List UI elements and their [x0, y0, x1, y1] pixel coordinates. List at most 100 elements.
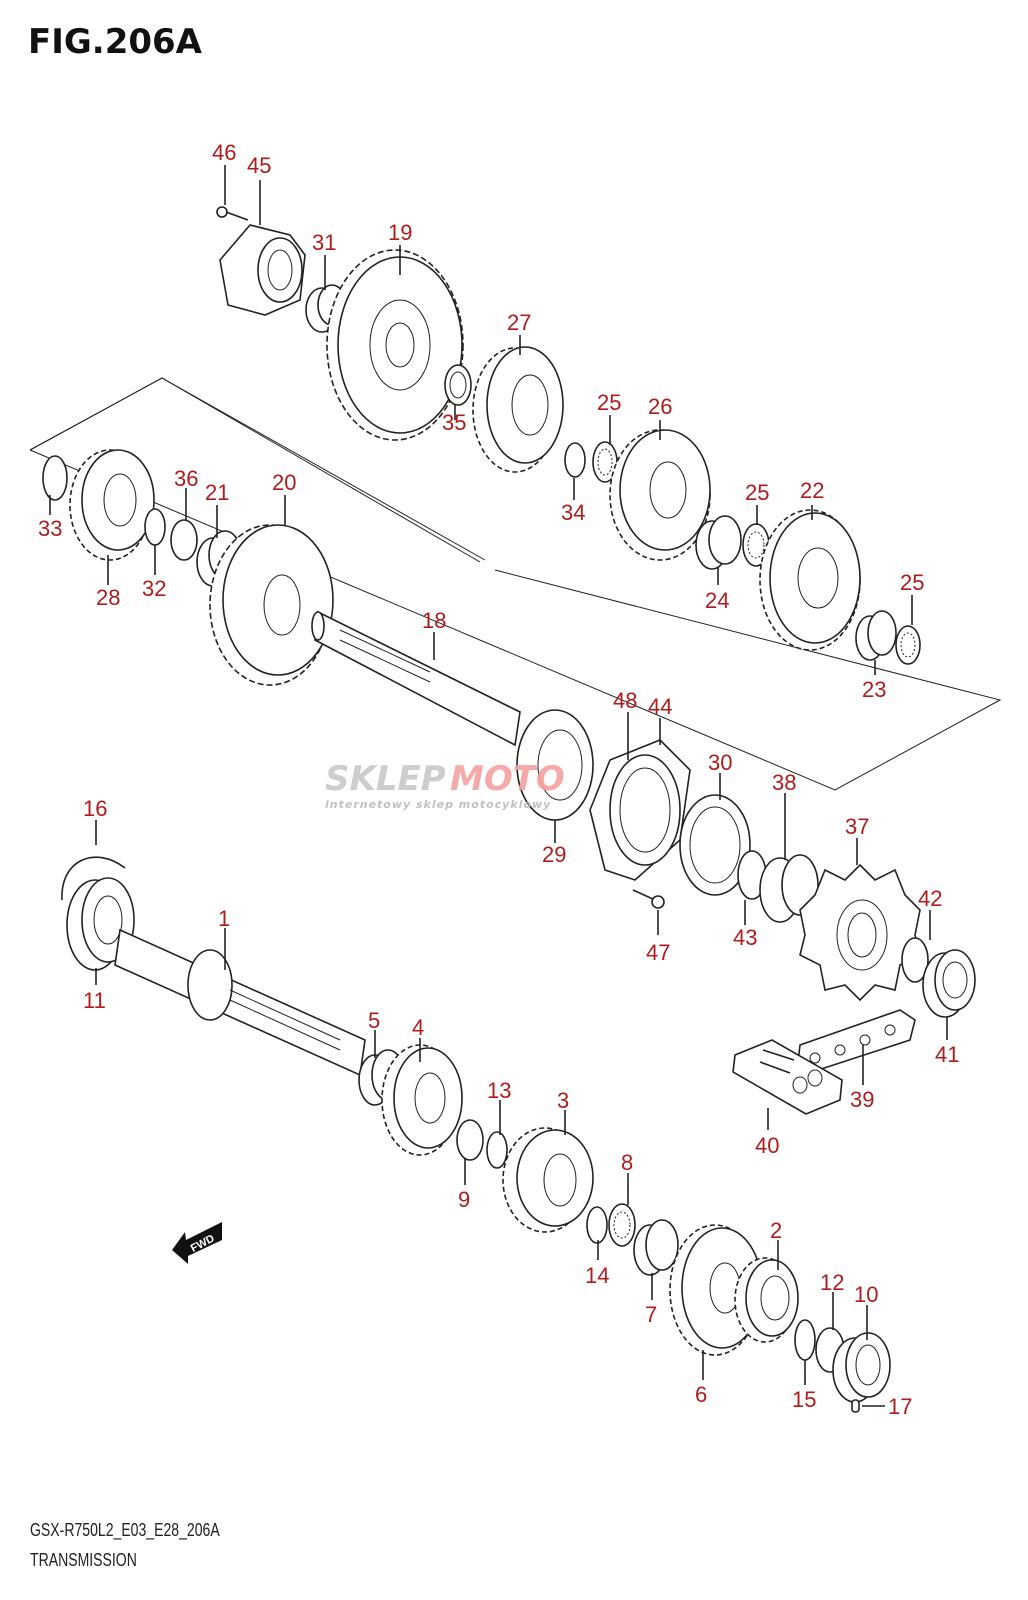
part-41-nut[interactable] — [922, 949, 976, 1018]
callout-47[interactable]: 47 — [646, 940, 670, 965]
callout-22[interactable]: 22 — [800, 478, 824, 503]
part-16-circlip[interactable] — [61, 856, 126, 901]
part-26-gear[interactable] — [609, 429, 711, 561]
watermark: SKLEP MOTO internetowy sklep motocyklowy — [325, 759, 565, 811]
part-40-chain-joint[interactable] — [732, 1039, 843, 1115]
callout-34[interactable]: 34 — [561, 500, 585, 525]
part-33-circlip[interactable] — [42, 455, 68, 501]
callout-33[interactable]: 33 — [38, 516, 62, 541]
callout-43[interactable]: 43 — [733, 925, 757, 950]
part-15-circlip[interactable] — [794, 1319, 816, 1361]
part-25-washer-c[interactable] — [895, 625, 921, 665]
callout-2[interactable]: 2 — [770, 1218, 782, 1243]
callout-42[interactable]: 42 — [918, 886, 942, 911]
callout-25-a[interactable]: 25 — [597, 390, 621, 415]
part-37-sprocket[interactable] — [799, 863, 921, 1002]
watermark-brand-1: SKLEP — [325, 759, 446, 799]
callout-48[interactable]: 48 — [613, 688, 637, 713]
callout-13[interactable]: 13 — [487, 1078, 511, 1103]
watermark-brand-2: MOTO — [450, 759, 565, 799]
fwd-label: FWD — [189, 1232, 217, 1254]
part-22-gear[interactable] — [759, 509, 861, 651]
part-47-screw[interactable] — [632, 889, 665, 909]
callout-36[interactable]: 36 — [174, 466, 198, 491]
part-32-circlip[interactable] — [144, 508, 166, 546]
callout-8[interactable]: 8 — [621, 1150, 633, 1175]
part-42-washer[interactable] — [901, 937, 929, 983]
figure-title: FIG.206A — [28, 22, 202, 62]
callout-38[interactable]: 38 — [772, 770, 796, 795]
part-3-gear[interactable] — [502, 1127, 594, 1233]
part-45-retainer[interactable] — [219, 224, 306, 316]
callout-12[interactable]: 12 — [820, 1270, 844, 1295]
callout-24[interactable]: 24 — [705, 588, 729, 613]
part-28-gear[interactable] — [69, 449, 155, 561]
part-14-circlip[interactable] — [586, 1206, 608, 1244]
callout-5[interactable]: 5 — [368, 1008, 380, 1033]
callout-29[interactable]: 29 — [542, 842, 566, 867]
callout-10[interactable]: 10 — [854, 1282, 878, 1307]
callout-18[interactable]: 18 — [422, 608, 446, 633]
part-4-gear[interactable] — [381, 1044, 463, 1156]
callout-21[interactable]: 21 — [205, 480, 229, 505]
callout-27[interactable]: 27 — [507, 310, 531, 335]
part-36-washer[interactable] — [170, 519, 198, 561]
callout-31[interactable]: 31 — [312, 230, 336, 255]
group-frame-outline — [29, 377, 1002, 791]
part-17-pin[interactable] — [851, 1399, 860, 1413]
callout-6[interactable]: 6 — [695, 1382, 707, 1407]
callout-14[interactable]: 14 — [585, 1263, 609, 1288]
part-35-washer[interactable] — [444, 364, 472, 406]
part-23-bearing[interactable] — [855, 610, 897, 661]
part-19-gear[interactable] — [326, 249, 464, 441]
callout-7[interactable]: 7 — [645, 1302, 657, 1327]
callout-25-b[interactable]: 25 — [745, 480, 769, 505]
leader-lines — [49, 165, 948, 1407]
callout-11[interactable]: 11 — [83, 988, 106, 1013]
callout-labels: 46 45 31 19 27 35 25 26 34 25 22 24 25 2… — [38, 140, 959, 1419]
callout-30[interactable]: 30 — [708, 750, 732, 775]
part-20-gear[interactable] — [209, 524, 334, 686]
part-24-bearing[interactable] — [695, 515, 742, 570]
callout-28[interactable]: 28 — [96, 585, 120, 610]
callout-23[interactable]: 23 — [862, 677, 886, 702]
callout-39[interactable]: 39 — [850, 1087, 874, 1112]
callout-19[interactable]: 19 — [388, 220, 412, 245]
model-code: GSX-R750L2_E03_E28_206A — [30, 1520, 220, 1540]
callout-37[interactable]: 37 — [845, 814, 869, 839]
part-30-oil-seal[interactable] — [679, 794, 751, 896]
callout-44[interactable]: 44 — [648, 694, 672, 719]
callout-26[interactable]: 26 — [648, 394, 672, 419]
callout-41[interactable]: 41 — [935, 1042, 959, 1067]
part-18-countershaft[interactable] — [311, 610, 521, 747]
part-8-washer[interactable] — [608, 1203, 636, 1247]
part-27-gear[interactable] — [472, 346, 564, 473]
part-34-circlip[interactable] — [564, 442, 586, 478]
callout-45[interactable]: 45 — [247, 153, 271, 178]
part-39-chain[interactable] — [797, 1009, 916, 1073]
callout-1[interactable]: 1 — [218, 906, 230, 931]
callout-15[interactable]: 15 — [792, 1387, 816, 1412]
callout-32[interactable]: 32 — [142, 576, 166, 601]
part-44-retainer[interactable] — [589, 739, 691, 881]
callout-35[interactable]: 35 — [442, 410, 466, 435]
part-9-washer[interactable] — [456, 1119, 484, 1161]
part-7-bearing[interactable] — [633, 1219, 679, 1276]
part-2-gear[interactable] — [734, 1257, 799, 1343]
callout-40[interactable]: 40 — [755, 1133, 779, 1158]
callout-4[interactable]: 4 — [412, 1015, 424, 1040]
fwd-arrow-icon: FWD — [172, 1222, 222, 1264]
callout-16[interactable]: 16 — [83, 796, 107, 821]
callout-9[interactable]: 9 — [458, 1187, 470, 1212]
callout-3[interactable]: 3 — [557, 1088, 569, 1113]
part-29-bearing[interactable] — [516, 709, 594, 821]
callout-46[interactable]: 46 — [212, 140, 236, 165]
callout-17[interactable]: 17 — [888, 1394, 912, 1419]
callout-25-c[interactable]: 25 — [900, 570, 924, 595]
part-1-mainshaft[interactable] — [114, 928, 366, 1077]
watermark-tagline: internetowy sklep motocyklowy — [325, 798, 551, 811]
part-13-circlip[interactable] — [486, 1131, 508, 1169]
part-46-bolt[interactable] — [216, 206, 249, 221]
callout-20[interactable]: 20 — [272, 470, 296, 495]
